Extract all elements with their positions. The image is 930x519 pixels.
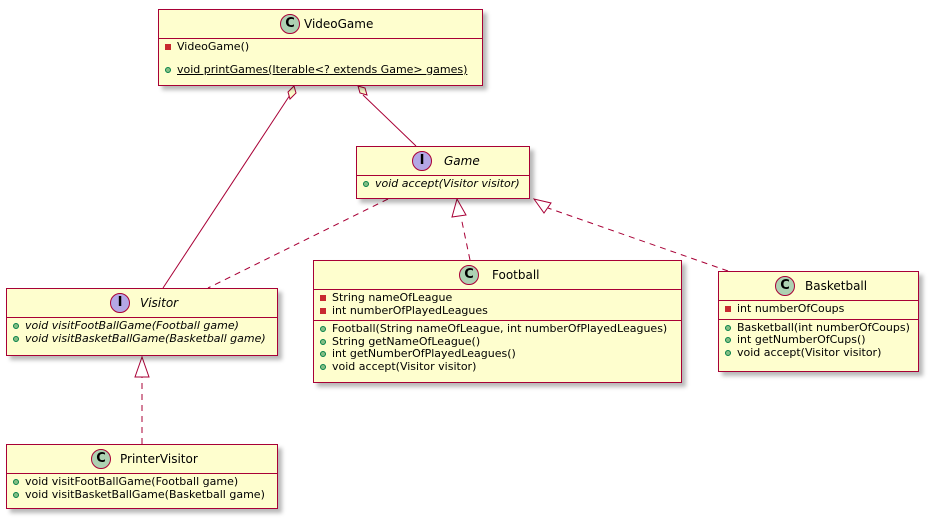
interface-visitor[interactable]: I Visitor void visitFootBallGame(Footbal… xyxy=(6,288,278,356)
method-row: int getNumberOfCups() xyxy=(719,333,918,347)
class-badge-icon: C xyxy=(775,276,795,296)
fields-section: int numberOfCoups xyxy=(719,301,918,319)
method-signature: void visitBasketBallGame(Basketball game… xyxy=(25,487,265,501)
public-visibility-icon xyxy=(13,491,19,498)
method-row: String getNameOfLeague() xyxy=(314,334,681,349)
interface-badge-icon: I xyxy=(110,293,130,313)
method-row: void visitFootBallGame(Football game) xyxy=(7,319,277,333)
class-name: Basketball xyxy=(805,279,868,293)
interface-game[interactable]: I Game void accept(Visitor visitor) xyxy=(356,146,530,199)
class-header: I Game xyxy=(357,147,529,176)
aggregation-diamond-game xyxy=(357,85,368,96)
edge-basketball-game xyxy=(547,207,729,272)
method-row: Football(String nameOfLeague, int number… xyxy=(314,322,681,336)
private-visibility-icon xyxy=(165,44,171,50)
edge-videogame-visitor xyxy=(162,94,291,289)
method-row: void accept(Visitor visitor) xyxy=(314,359,681,374)
class-badge-icon: C xyxy=(459,265,479,285)
method-row: void visitBasketBallGame(Basketball game… xyxy=(7,487,277,502)
method-row: void printGames(Iterable<? extends Game>… xyxy=(159,62,482,77)
public-visibility-icon xyxy=(165,66,171,73)
edge-game-visitor xyxy=(207,198,389,289)
class-name: PrinterVisitor xyxy=(120,452,198,466)
public-visibility-icon xyxy=(13,479,19,485)
field-signature: int numberOfPlayedLeagues xyxy=(332,303,488,317)
class-videogame[interactable]: C VideoGame VideoGame() void printGames(… xyxy=(158,9,483,86)
method-row: Basketball(int numberOfCoups) xyxy=(719,320,918,335)
method-signature: void printGames(Iterable<? extends Game>… xyxy=(177,62,468,76)
method-signature: void visitFootBallGame(Football game) xyxy=(25,319,239,332)
method-signature: int getNumberOfCups() xyxy=(737,333,866,346)
method-signature: VideoGame() xyxy=(177,40,250,53)
public-visibility-icon xyxy=(725,324,731,331)
interface-badge-icon: I xyxy=(412,151,432,171)
methods-section: Basketball(int numberOfCoups) int getNum… xyxy=(719,318,918,363)
class-name: Game xyxy=(444,154,480,168)
methods-section: VideoGame() void printGames(Iterable<? e… xyxy=(159,39,482,79)
field-signature: int numberOfCoups xyxy=(737,302,845,315)
private-visibility-icon xyxy=(725,306,731,312)
method-signature: void visitFootBallGame(Football game) xyxy=(25,475,239,488)
fields-section: String nameOfLeague int numberOfPlayedLe… xyxy=(314,290,681,320)
field-signature: String nameOfLeague xyxy=(332,291,453,304)
method-row: void visitFootBallGame(Football game) xyxy=(7,475,277,489)
method-row: void accept(Visitor visitor) xyxy=(719,345,918,360)
class-football[interactable]: C Football String nameOfLeague int numbe… xyxy=(313,260,682,383)
class-badge-icon: C xyxy=(91,449,111,469)
method-signature: String getNameOfLeague() xyxy=(332,334,481,348)
class-badge-icon: C xyxy=(280,14,300,34)
method-signature: void visitBasketBallGame(Basketball game… xyxy=(25,331,266,345)
method-row: void accept(Visitor visitor) xyxy=(357,177,529,191)
method-signature: int getNumberOfPlayedLeagues() xyxy=(332,347,516,360)
public-visibility-icon xyxy=(320,338,326,345)
class-name: Football xyxy=(492,268,540,282)
realization-arrow-basketball xyxy=(532,198,552,214)
field-row: String nameOfLeague xyxy=(314,291,681,305)
private-visibility-icon xyxy=(320,307,326,314)
methods-section: void accept(Visitor visitor) xyxy=(357,176,529,194)
edge-football-game xyxy=(460,216,471,261)
realization-arrow-football xyxy=(451,197,467,218)
public-visibility-icon xyxy=(725,337,731,343)
class-header: I Visitor xyxy=(7,289,277,318)
public-visibility-icon xyxy=(363,181,369,187)
field-row: int numberOfPlayedLeagues xyxy=(314,303,681,318)
private-visibility-icon xyxy=(320,295,326,301)
class-header: C VideoGame xyxy=(159,10,482,39)
method-row: void visitBasketBallGame(Basketball game… xyxy=(7,331,277,346)
class-name: VideoGame xyxy=(304,17,374,31)
methods-section: Football(String nameOfLeague, int number… xyxy=(314,320,681,376)
edge-videogame-game xyxy=(362,94,417,147)
class-name: Visitor xyxy=(140,296,179,310)
method-signature: Football(String nameOfLeague, int number… xyxy=(332,322,668,335)
class-basketball[interactable]: C Basketball int numberOfCoups Basketbal… xyxy=(718,271,919,372)
class-header: C Football xyxy=(314,261,681,290)
public-visibility-icon xyxy=(320,351,326,357)
method-signature: void accept(Visitor visitor) xyxy=(332,359,477,373)
public-visibility-icon xyxy=(13,335,19,342)
class-header: C PrinterVisitor xyxy=(7,445,277,474)
realization-arrow-printervisitor xyxy=(134,355,150,378)
class-header: C Basketball xyxy=(719,272,918,301)
public-visibility-icon xyxy=(320,326,326,332)
methods-section: void visitFootBallGame(Football game) vo… xyxy=(7,474,277,504)
method-signature: void accept(Visitor visitor) xyxy=(375,177,520,190)
public-visibility-icon xyxy=(320,363,326,370)
method-signature: void accept(Visitor visitor) xyxy=(737,345,882,359)
method-signature: Basketball(int numberOfCoups) xyxy=(737,320,910,334)
public-visibility-icon xyxy=(13,323,19,329)
aggregation-diamond-visitor xyxy=(287,85,297,100)
methods-section: void visitFootBallGame(Football game) vo… xyxy=(7,318,277,348)
class-printervisitor[interactable]: C PrinterVisitor void visitFootBallGame(… xyxy=(6,444,278,509)
public-visibility-icon xyxy=(725,349,731,356)
method-row: int getNumberOfPlayedLeagues() xyxy=(314,347,681,361)
field-row: int numberOfCoups xyxy=(719,302,918,316)
method-row: VideoGame() xyxy=(159,40,482,54)
